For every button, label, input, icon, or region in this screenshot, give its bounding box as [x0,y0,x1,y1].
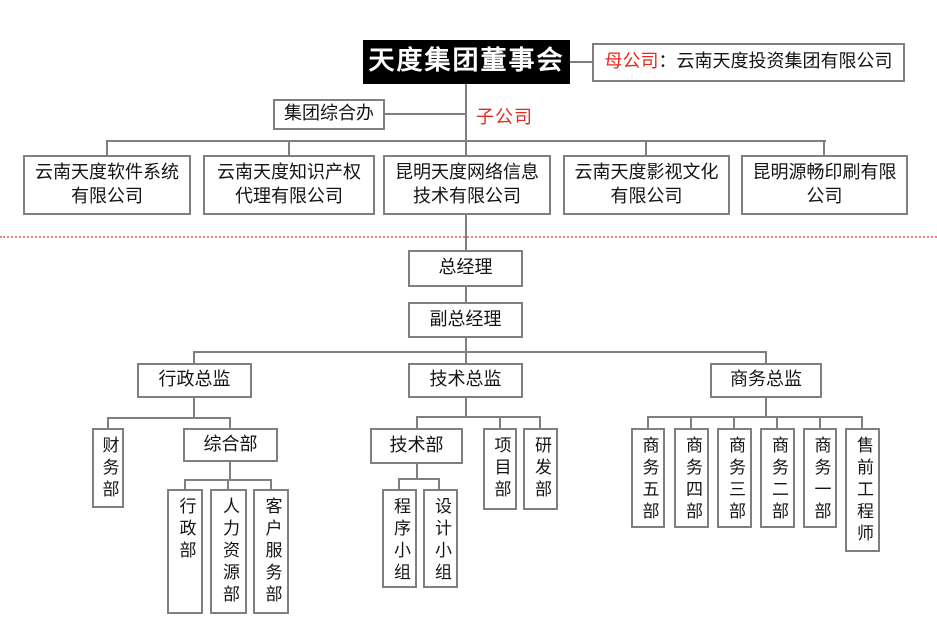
company-printing-box: 昆明源畅印刷有限 公司 [741,155,908,215]
connector-line [570,61,592,63]
biz4-dept-box: 商务四部 [674,428,709,528]
connector-line [184,479,186,489]
connector-line [465,215,467,250]
biz2-dept-label: 商务二部 [768,436,788,524]
connector-line [270,479,272,489]
admin-dept-box: 行政部 [167,489,203,614]
connector-line [385,113,466,115]
group-subsidiary-divider [0,236,937,238]
finance-dept-box: 财务部 [92,428,124,508]
group-office-box: 集团综合办 [273,99,385,130]
rnd-dept-box: 研发部 [523,428,558,510]
connector-line [229,417,231,428]
biz1-dept-box: 商务一部 [803,428,837,528]
rnd-dept-label: 研发部 [531,436,551,502]
connector-line [288,140,290,155]
project-dept-box: 项目部 [483,428,517,510]
connector-line [733,416,735,428]
connector-line [539,416,541,428]
subsidiary-label: 子公司 [476,107,533,128]
connector-line [647,416,863,418]
connector-line [416,464,418,478]
director-tech-box: 技术总监 [408,363,523,398]
company-network-box: 昆明天度网络信息 技术有限公司 [383,155,551,215]
connector-line [416,416,418,428]
connector-line [438,478,440,489]
connector-line [776,416,778,428]
connector-line [193,351,195,363]
connector-line [107,417,109,428]
biz2-dept-box: 商务二部 [760,428,795,528]
biz3-dept-label: 商务三部 [725,436,745,524]
board-of-directors-box: 天度集团董事会 [363,40,570,84]
hr-dept-label: 人力资源部 [219,497,239,607]
project-dept-label: 项目部 [490,436,511,502]
connector-line [398,478,400,489]
connector-line [465,398,467,416]
general-manager-box: 总经理 [408,250,523,287]
parent-company-box: 母公司：云南天度投资集团有限公司 [592,43,905,82]
presales-engineer-label: 售前工程师 [853,436,873,546]
connector-line [416,416,541,418]
connector-line [647,416,649,428]
customer-service-dept-box: 客户服务部 [253,489,289,614]
biz4-dept-label: 商务四部 [682,436,702,524]
design-team-label: 设计小组 [431,497,451,585]
director-admin-box: 行政总监 [137,363,252,398]
connector-line [499,416,501,428]
program-team-label: 程序小组 [390,497,410,585]
connector-line [690,416,692,428]
connector-line [106,140,108,155]
connector-line [106,140,826,142]
connector-line [819,416,821,428]
connector-line [107,417,231,419]
connector-line [823,140,825,155]
finance-dept-label: 财务部 [98,436,119,502]
connector-line [765,351,767,363]
biz1-dept-label: 商务一部 [810,436,831,524]
customer-service-dept-label: 客户服务部 [261,497,282,607]
biz5-dept-box: 商务五部 [631,428,665,528]
general-affairs-dept-box: 综合部 [183,428,278,462]
tech-dept-box: 技术部 [370,428,463,464]
connector-line [645,140,647,155]
company-software-box: 云南天度软件系统 有限公司 [23,155,191,215]
admin-dept-label: 行政部 [175,497,196,563]
connector-line [398,478,440,480]
connector-line [465,287,467,302]
connector-line [193,398,195,417]
director-business-box: 商务总监 [710,363,822,398]
biz3-dept-box: 商务三部 [717,428,752,528]
presales-engineer-box: 售前工程师 [845,428,880,552]
design-team-box: 设计小组 [423,489,458,588]
connector-line [765,398,767,416]
connector-line [229,462,231,479]
parent-company-name: ：云南天度投资集团有限公司 [658,51,893,73]
connector-line [465,84,467,155]
biz5-dept-label: 商务五部 [638,436,659,524]
program-team-box: 程序小组 [382,489,417,588]
connector-line [193,351,767,353]
connector-line [465,338,467,363]
connector-line [227,479,229,489]
company-ip-agency-box: 云南天度知识产权 代理有限公司 [203,155,375,215]
hr-dept-box: 人力资源部 [210,489,247,614]
company-media-box: 云南天度影视文化 有限公司 [563,155,730,215]
parent-company-prefix: 母公司 [604,51,659,73]
deputy-general-manager-box: 副总经理 [408,302,523,338]
connector-line [861,416,863,428]
